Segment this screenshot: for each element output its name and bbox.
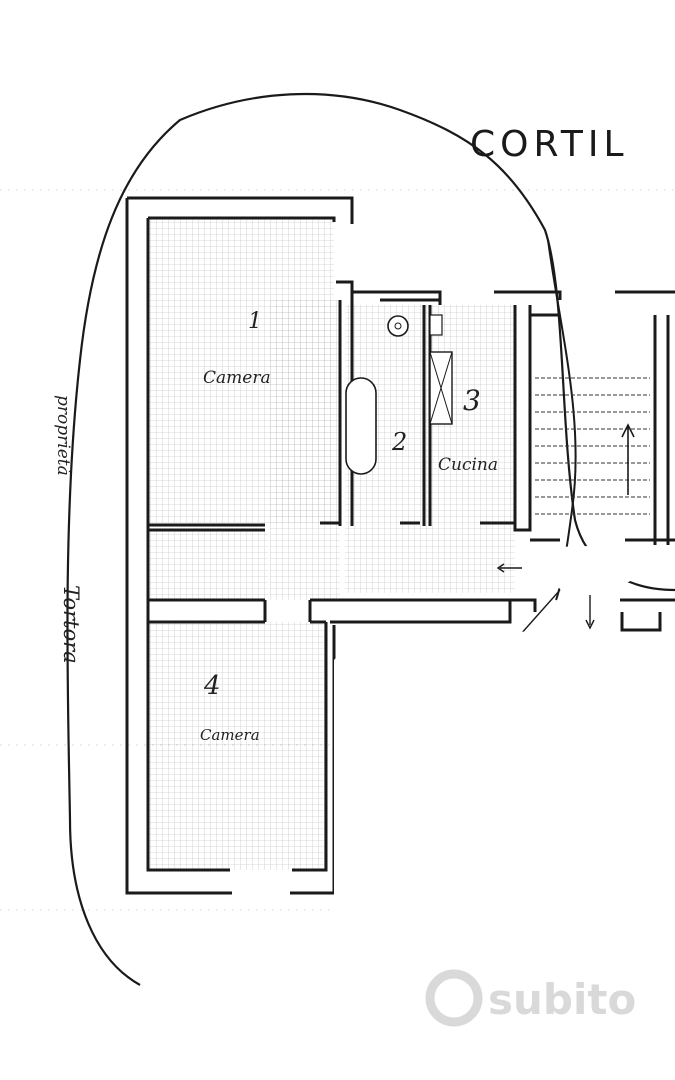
room-bottom-label: Camera — [200, 726, 260, 744]
subito-watermark: subito — [425, 969, 636, 1027]
neighbour-label-1: proprietà — [53, 395, 73, 476]
kitchen-number: 3 — [463, 384, 481, 417]
floor-hatching — [148, 218, 515, 870]
erased-patch — [522, 546, 642, 590]
kitchen-label: Cucina — [438, 455, 498, 475]
neighbour-label-2: Tortora — [59, 585, 83, 664]
bath-number: 2 — [391, 428, 407, 456]
walls — [125, 196, 675, 895]
toilet-icon — [387, 315, 409, 337]
bathtub-icon — [345, 377, 377, 475]
courtyard-label: CORTIL — [470, 124, 629, 165]
svg-text:subito: subito — [488, 975, 636, 1024]
subito-logo-icon — [425, 969, 483, 1027]
room-bottom-number: 4 — [203, 671, 221, 701]
erased-region — [334, 631, 675, 1080]
courtyard-wall-line — [547, 239, 577, 601]
sink-icon — [429, 314, 443, 336]
entry-arrows — [496, 563, 595, 636]
stair-arrow-head-icon — [621, 423, 635, 438]
staircase — [535, 377, 650, 515]
room-top-number: 1 — [248, 309, 262, 334]
room-top-label: Camera — [203, 368, 271, 388]
property-boundary — [66, 92, 675, 986]
